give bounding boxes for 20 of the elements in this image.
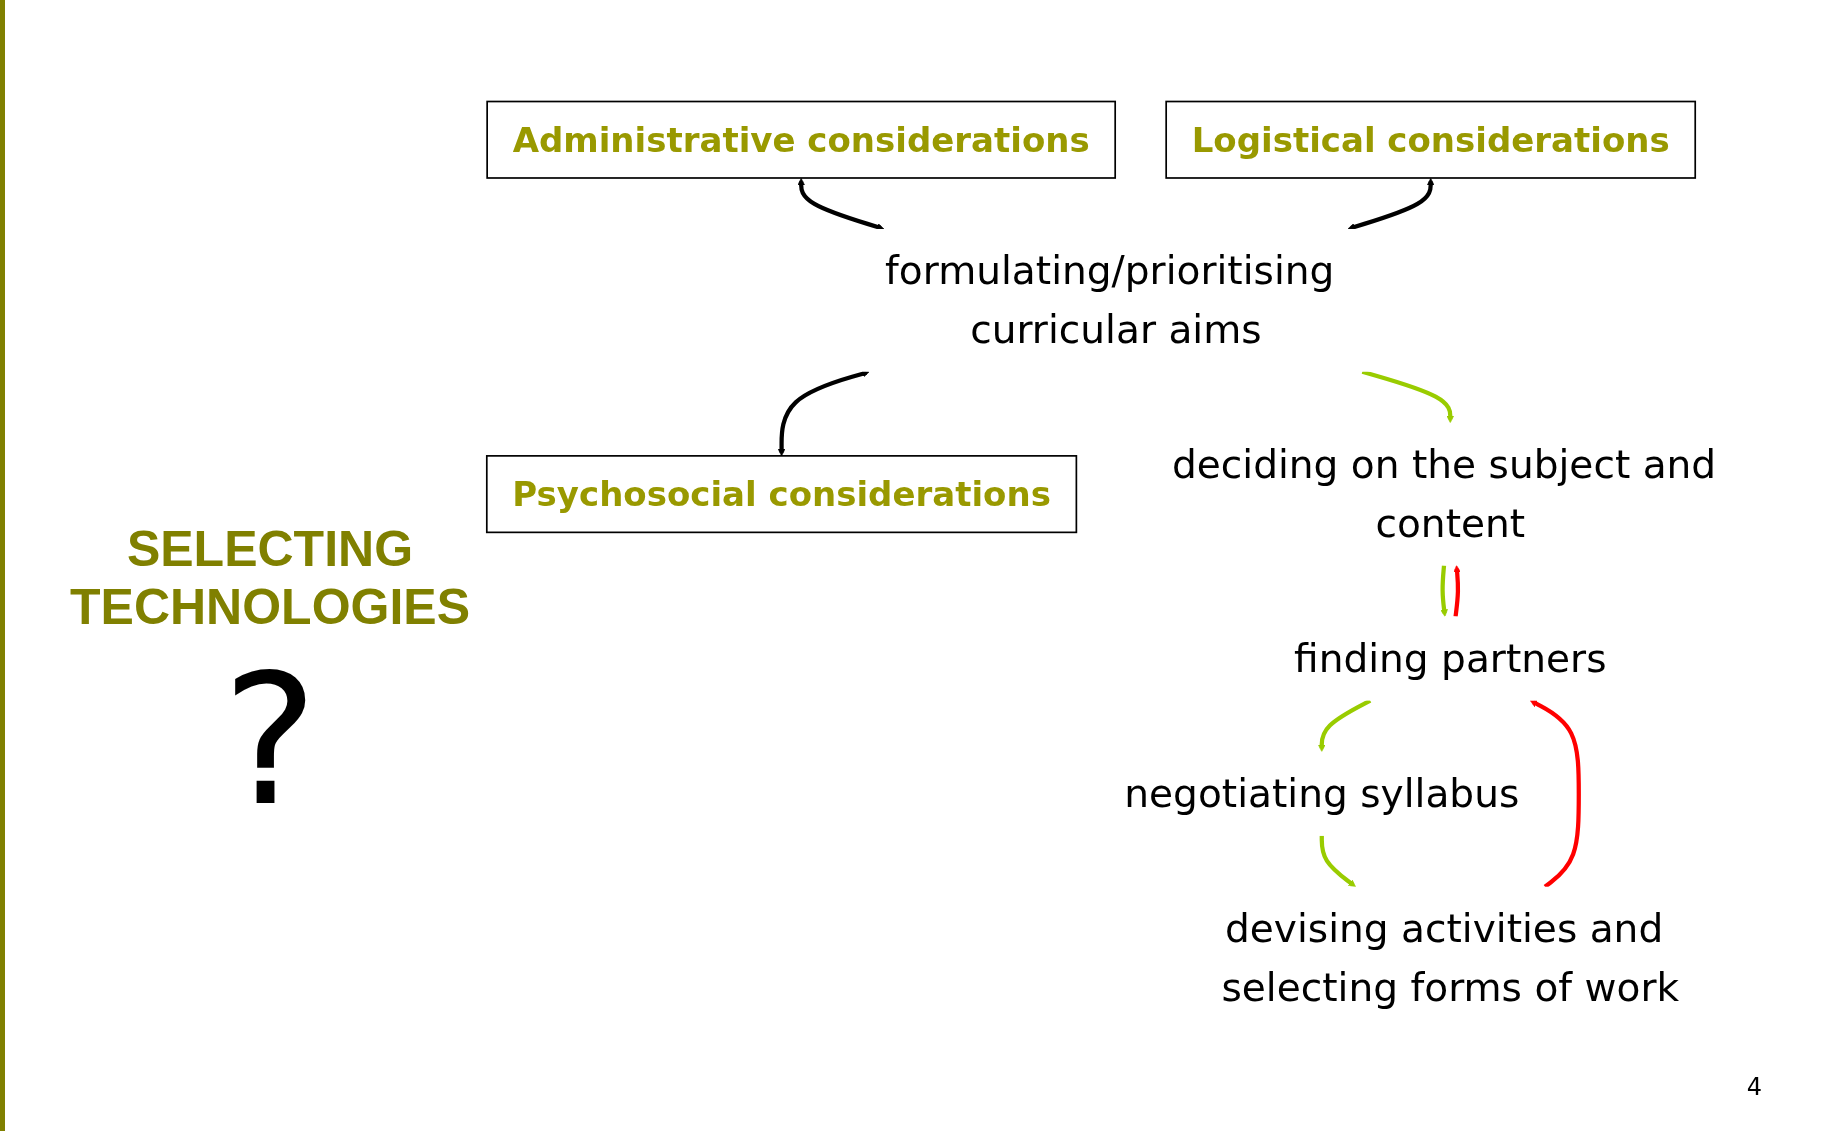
node-box: Administrative considerations xyxy=(486,100,1117,179)
arrow xyxy=(1318,698,1372,752)
node-text: formulating/prioritising curricular aims xyxy=(885,247,1335,353)
arrow xyxy=(1347,178,1435,231)
arrow xyxy=(1440,565,1448,617)
node-text: negotiating syllabus xyxy=(1124,770,1520,817)
node-text: deciding on the subject and content xyxy=(1171,441,1717,546)
arrow xyxy=(797,178,885,231)
arrow xyxy=(1361,369,1454,424)
arrow xyxy=(1319,835,1356,888)
arrow xyxy=(1529,700,1581,889)
node-text: devising activities and selecting forms of work xyxy=(1221,905,1680,1010)
node-box: Logistical considerations xyxy=(1165,100,1697,179)
side-heading: SELECTING TECHNOLOGIES xyxy=(69,520,471,636)
question-mark: ? xyxy=(221,636,319,845)
arrow xyxy=(777,370,870,457)
node-text: finding partners xyxy=(1294,635,1607,682)
arrow xyxy=(1453,565,1461,617)
node-box: Psychosocial considerations xyxy=(485,455,1078,534)
page-number: 4 xyxy=(1746,1073,1762,1101)
